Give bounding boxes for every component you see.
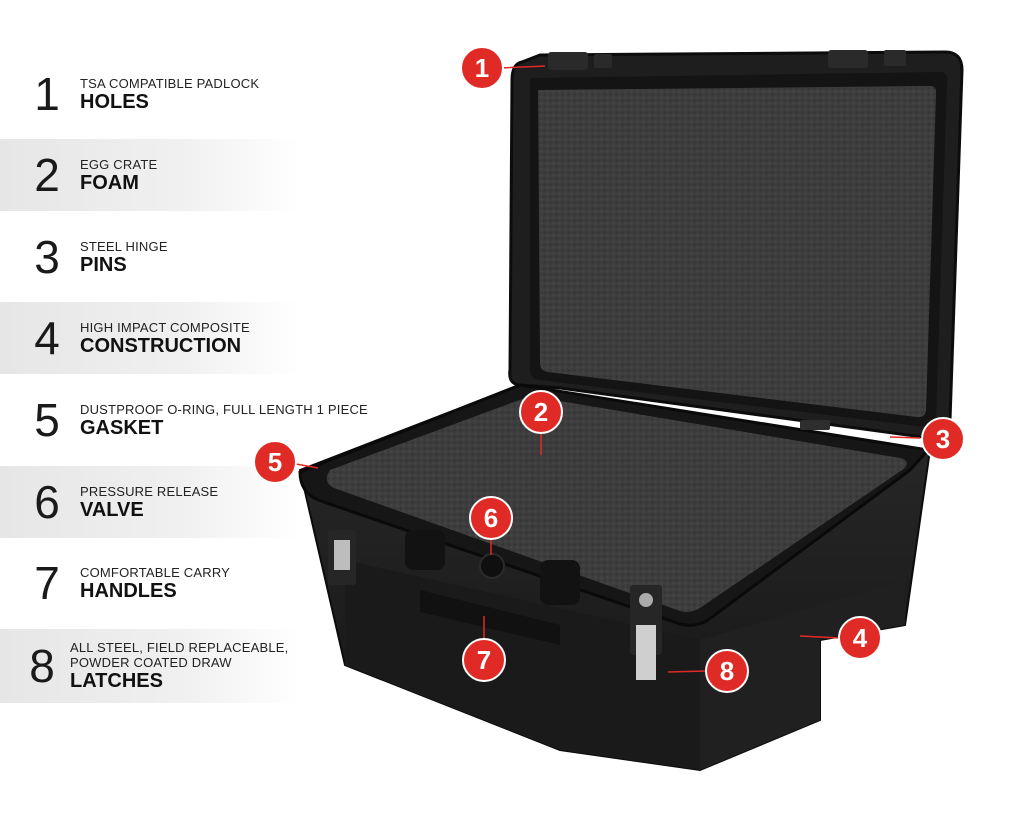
feature-title: LATCHES bbox=[70, 670, 163, 692]
callout-badge-7: 7 bbox=[462, 638, 506, 682]
feature-subtitle: HIGH IMPACT COMPOSITE bbox=[80, 319, 250, 335]
callout-label: 7 bbox=[477, 645, 491, 675]
feature-number: 2 bbox=[34, 149, 60, 201]
feature-number: 6 bbox=[34, 476, 60, 528]
feature-subtitle: STEEL HINGE bbox=[80, 238, 168, 254]
callout-badge-3: 3 bbox=[921, 417, 965, 461]
hinge-pin bbox=[800, 420, 830, 430]
feature-item-handles: 7 COMFORTABLE CARRY HANDLES bbox=[0, 547, 300, 619]
latch-right bbox=[630, 585, 662, 680]
feature-subtitle: EGG CRATE bbox=[80, 156, 158, 172]
carry-handle bbox=[420, 590, 560, 645]
callout-label: 8 bbox=[720, 656, 734, 686]
case-lid bbox=[508, 50, 964, 440]
feature-title: HOLES bbox=[80, 90, 149, 113]
feature-number: 3 bbox=[34, 231, 60, 283]
latch-left bbox=[328, 530, 356, 585]
callout-badge-2: 2 bbox=[519, 390, 563, 434]
feature-number: 5 bbox=[34, 394, 60, 446]
feature-subtitle: PRESSURE RELEASE bbox=[80, 483, 219, 499]
feature-title: VALVE bbox=[80, 498, 144, 521]
feature-number: 1 bbox=[34, 68, 60, 120]
callout-label: 5 bbox=[268, 447, 282, 477]
feature-title: PINS bbox=[80, 253, 127, 276]
feature-subtitle: TSA COMPATIBLE PADLOCK bbox=[80, 75, 260, 91]
feature-item-construction: 4 HIGH IMPACT COMPOSITE CONSTRUCTION bbox=[0, 302, 300, 374]
pressure-valve bbox=[479, 553, 505, 579]
feature-item-pins: 3 STEEL HINGE PINS bbox=[0, 221, 300, 293]
callout-badge-4: 4 bbox=[838, 616, 882, 660]
case-body bbox=[298, 383, 932, 772]
feature-item-latches: 8 ALL STEEL, FIELD REPLACEABLE, POWDER C… bbox=[0, 629, 300, 703]
feature-title: CONSTRUCTION bbox=[80, 334, 242, 357]
feature-title: FOAM bbox=[80, 171, 139, 194]
callout-badge-1: 1 bbox=[460, 46, 504, 90]
callout-label: 4 bbox=[853, 623, 868, 653]
egg-crate-foam bbox=[326, 396, 907, 612]
feature-item-foam: 2 EGG CRATE FOAM bbox=[0, 139, 300, 211]
padlock-tab bbox=[828, 50, 868, 68]
feature-number: 7 bbox=[34, 557, 60, 609]
feature-list: 1 TSA COMPATIBLE PADLOCK HOLES 2 EGG CRA… bbox=[0, 0, 370, 819]
leader-lines bbox=[295, 65, 921, 673]
callout-badge-8: 8 bbox=[705, 649, 749, 693]
feature-item-holes: 1 TSA COMPATIBLE PADLOCK HOLES bbox=[0, 58, 300, 130]
feature-subtitle: DUSTPROOF O-RING, FULL LENGTH 1 PIECE bbox=[80, 401, 368, 417]
callout-badge-5: 5 bbox=[253, 440, 297, 484]
callout-badge-6: 6 bbox=[469, 496, 513, 540]
feature-item-valve: 6 PRESSURE RELEASE VALVE bbox=[0, 466, 300, 538]
callout-label: 2 bbox=[534, 397, 548, 427]
feature-number: 8 bbox=[29, 640, 55, 692]
callout-label: 6 bbox=[484, 503, 498, 533]
feature-subtitle: ALL STEEL, FIELD REPLACEABLE, POWDER COA… bbox=[70, 640, 289, 670]
feature-item-gasket: 5 DUSTPROOF O-RING, FULL LENGTH 1 PIECE … bbox=[0, 384, 370, 456]
padlock-tab bbox=[548, 52, 588, 70]
feature-number: 4 bbox=[34, 312, 60, 364]
feature-subtitle: COMFORTABLE CARRY bbox=[80, 564, 231, 580]
callout-label: 1 bbox=[475, 53, 489, 83]
callout-label: 3 bbox=[936, 424, 950, 454]
feature-title: GASKET bbox=[80, 416, 164, 439]
feature-title: HANDLES bbox=[80, 579, 177, 602]
